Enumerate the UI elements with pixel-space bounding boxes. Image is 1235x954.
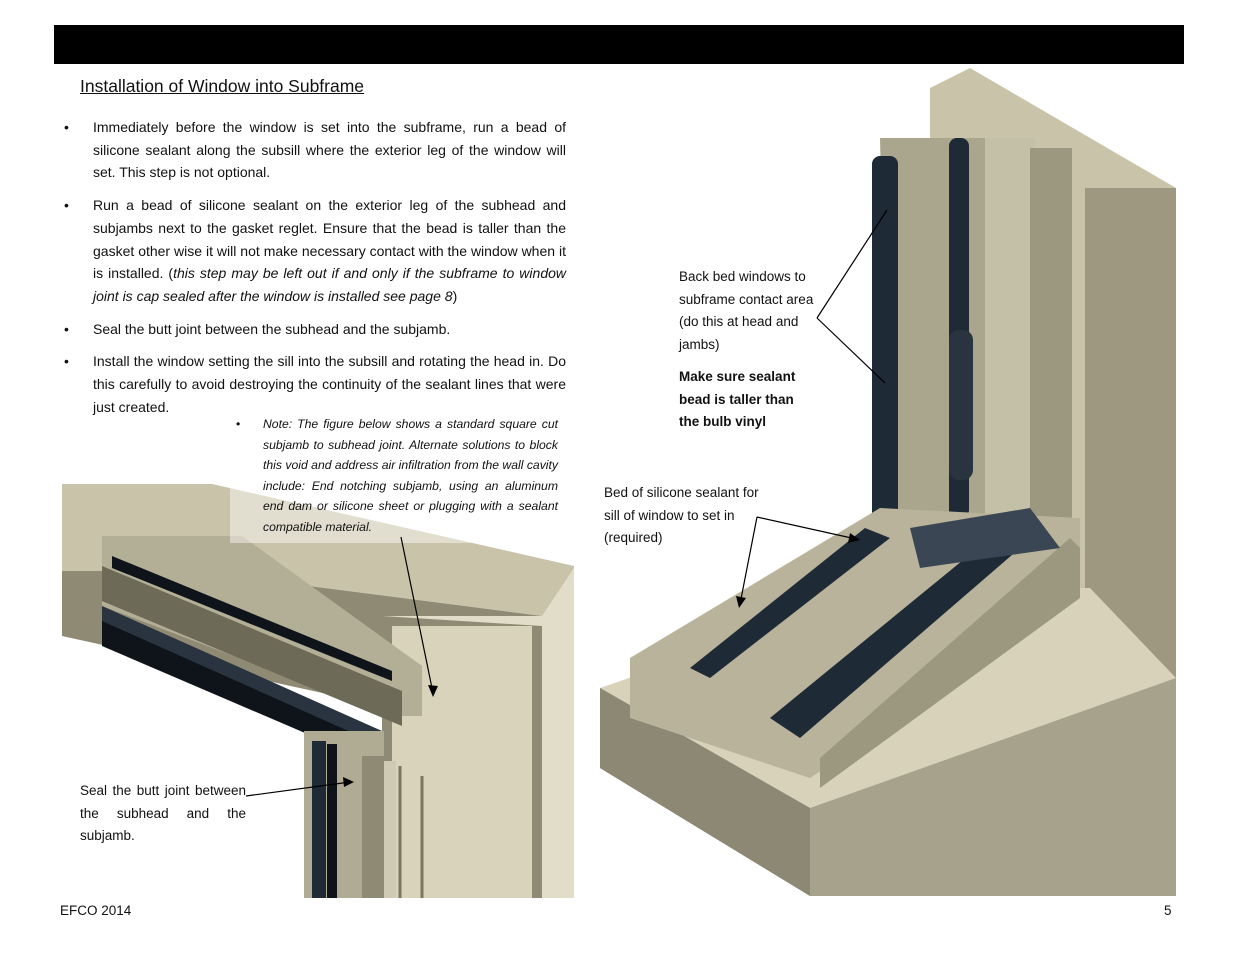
page-title: Installation of Window into Subframe xyxy=(80,76,365,96)
list-item: Seal the butt joint between the subhead … xyxy=(64,318,566,341)
bullet-text: Immediately before the window is set int… xyxy=(93,119,566,181)
bullet-italic-text: this step may be left out if and only if… xyxy=(93,265,566,304)
figure-note: • Note: The figure below shows a standar… xyxy=(236,414,558,537)
callout-back-bed: Back bed windows to subframe contact are… xyxy=(679,266,819,357)
callout-butt-joint: Seal the butt joint between the subhead … xyxy=(80,780,246,848)
callout-text: Bed of silicone sealant for sill of wind… xyxy=(604,485,759,546)
sill-corner-illustration xyxy=(590,68,1176,896)
instruction-list: Immediately before the window is set int… xyxy=(64,116,566,428)
bullet-text: Install the window setting the sill into… xyxy=(93,353,566,415)
header-bar xyxy=(54,25,1184,64)
bullet-tail-text: ) xyxy=(452,287,458,304)
subhead-subjamb-illustration xyxy=(62,476,574,898)
callout-sill-bed: Bed of silicone sealant for sill of wind… xyxy=(604,482,776,550)
list-item: Immediately before the window is set int… xyxy=(64,116,566,184)
callout-text: Back bed windows to subframe contact are… xyxy=(679,269,814,353)
list-item: Install the window setting the sill into… xyxy=(64,350,566,418)
page-number: 5 xyxy=(1164,903,1172,918)
bullet-text: Seal the butt joint between the subhead … xyxy=(93,320,451,337)
callout-text: Seal the butt joint between the subhead … xyxy=(80,783,246,844)
callout-bold-text: Make sure sealant bead is taller than th… xyxy=(679,369,796,430)
note-text: Note: The figure below shows a standard … xyxy=(263,417,558,534)
bullet-text: Run a bead of silicone sealant on the ex… xyxy=(93,197,566,282)
list-item: Run a bead of silicone sealant on the ex… xyxy=(64,194,566,308)
note-bullet: • xyxy=(236,417,241,431)
callout-sealant-taller: Make sure sealant bead is taller than th… xyxy=(679,366,809,434)
footer-left: EFCO 2014 xyxy=(60,903,132,918)
